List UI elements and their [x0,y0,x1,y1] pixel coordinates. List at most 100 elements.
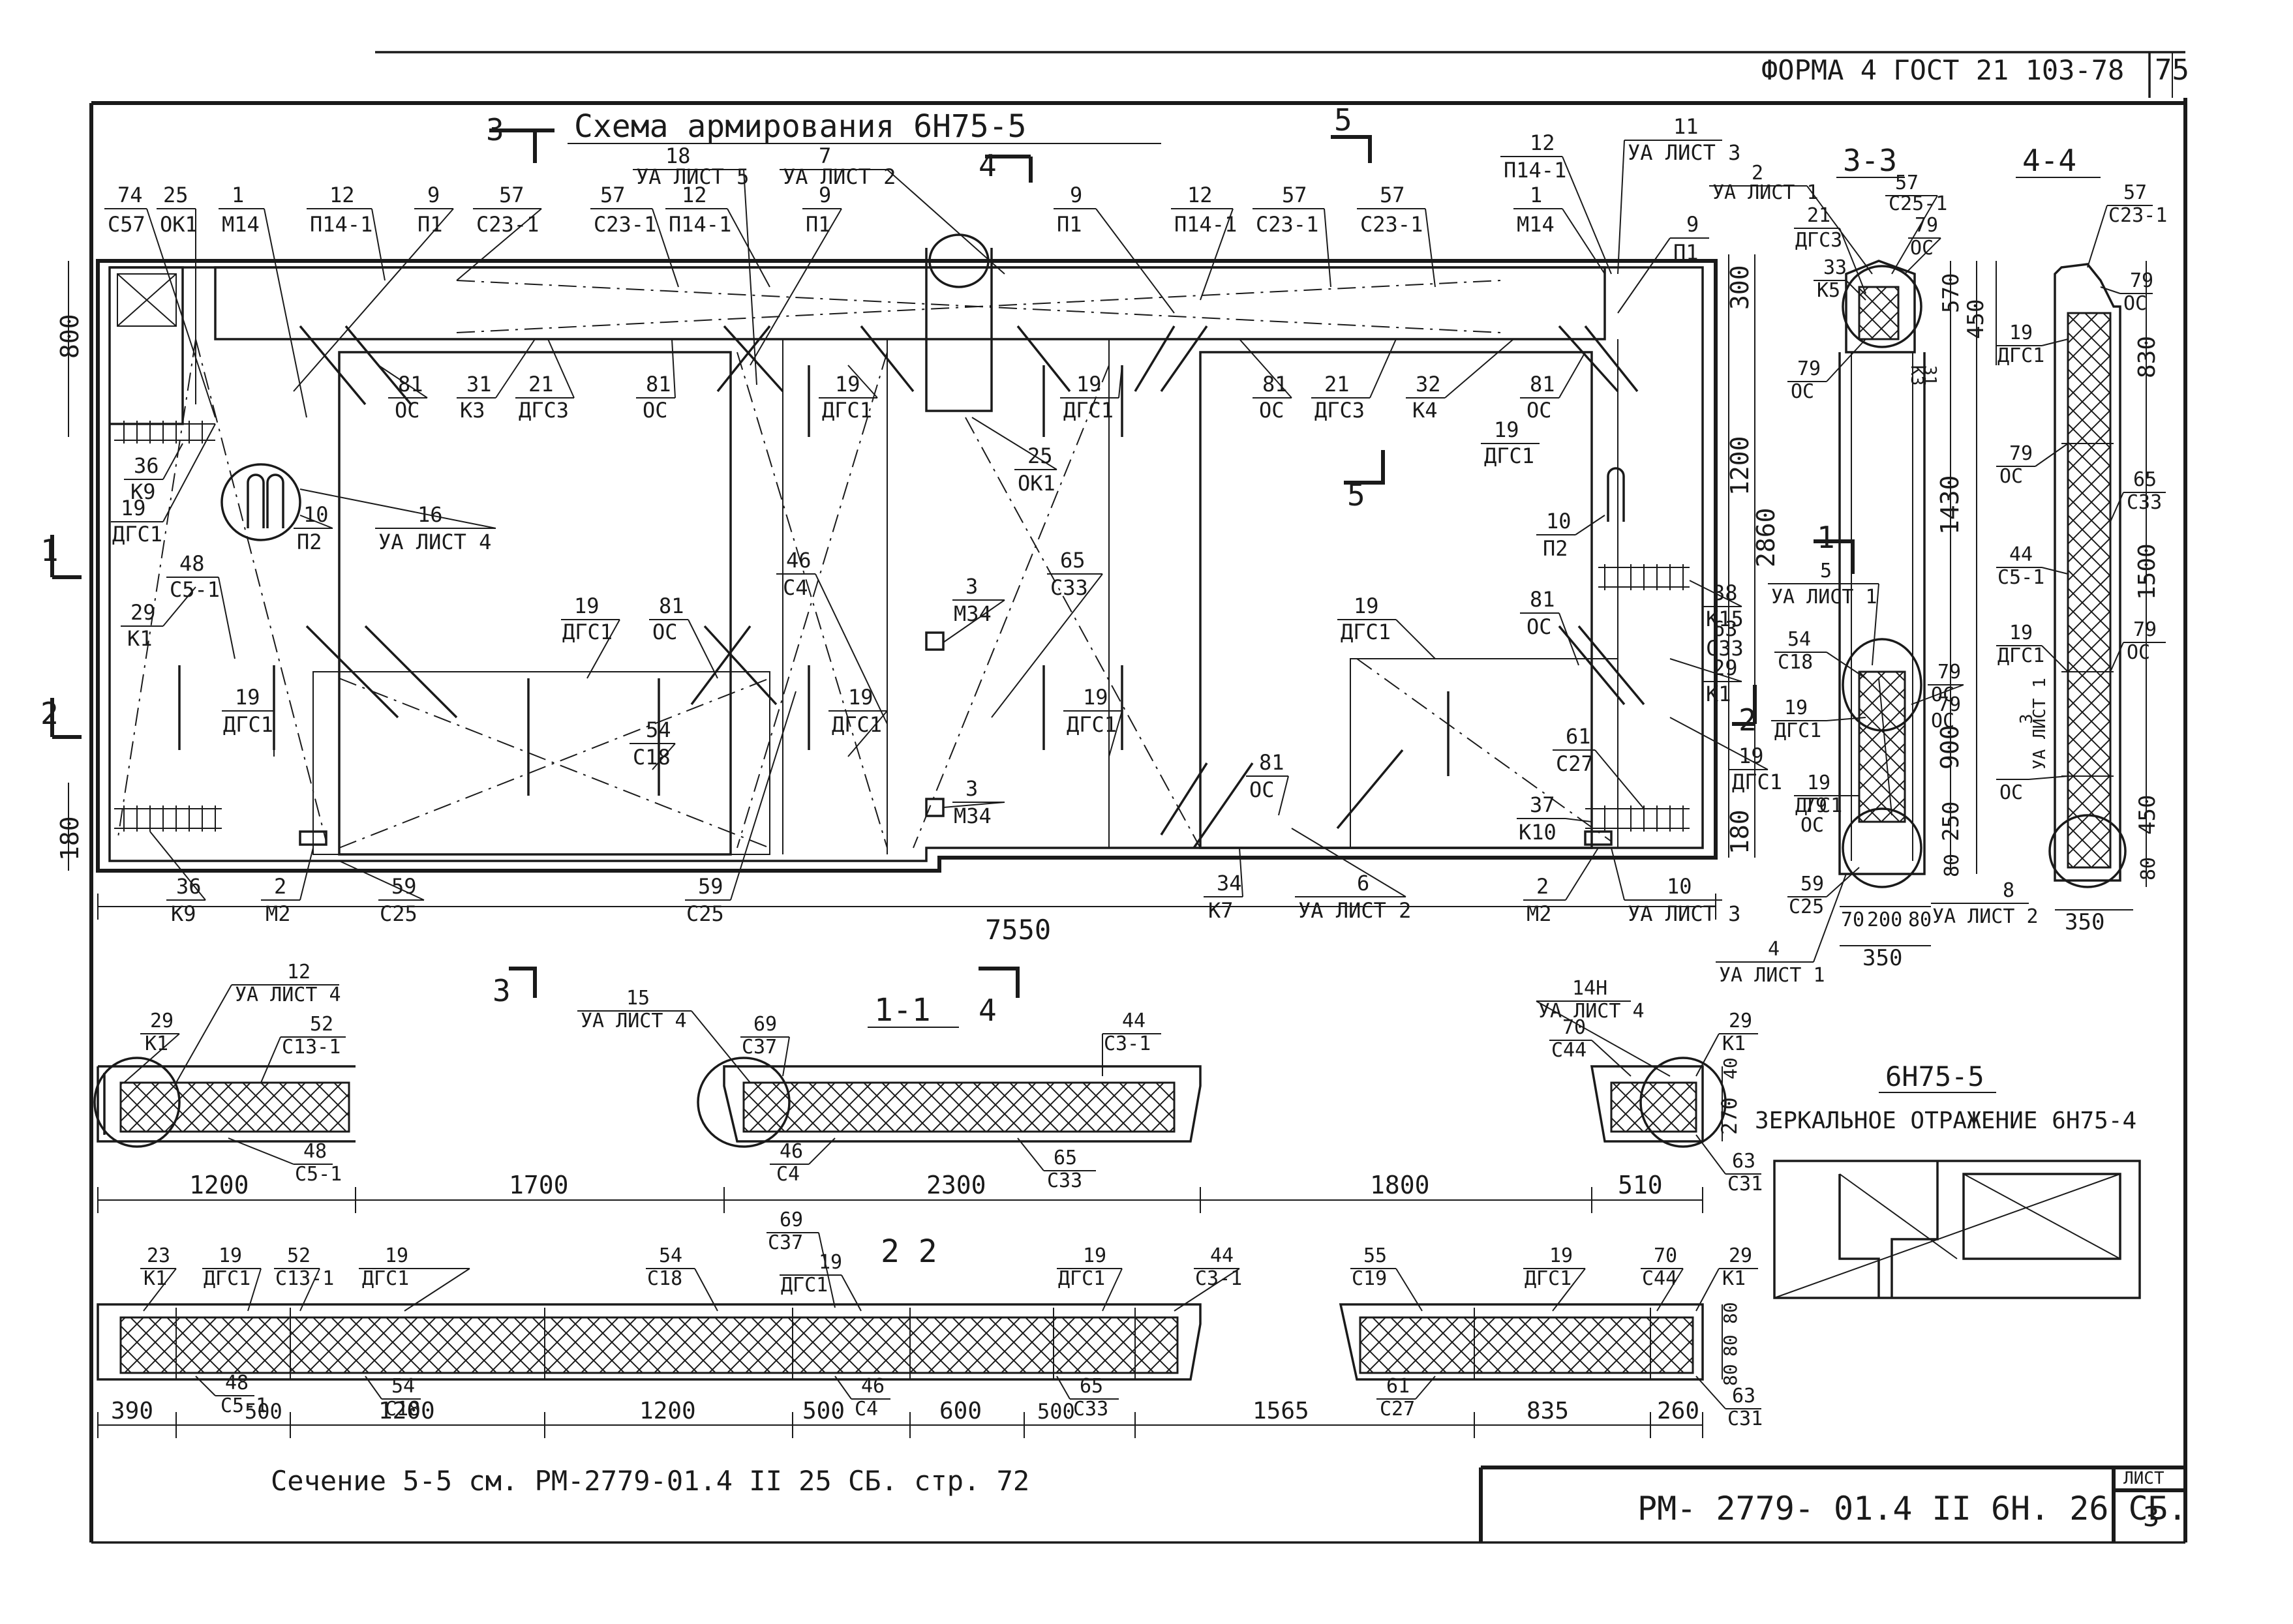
callout: ОС [1996,779,2029,804]
section-3-3: 3-3 570 450 1430 900 250 80 70 200 80 35… [1836,143,1997,971]
svg-text:4: 4 [1768,938,1780,961]
svg-text:19: 19 [835,372,860,397]
svg-text:ОС: ОС [1791,380,1814,403]
svg-text:М14: М14 [1517,212,1555,237]
sec11-dim-0: 1200 [189,1171,249,1199]
callout: 2М2 [261,874,300,926]
svg-text:59: 59 [698,874,723,899]
svg-text:3: 3 [965,776,978,801]
svg-text:11: 11 [1673,114,1699,139]
svg-text:ДГС3: ДГС3 [1314,398,1365,423]
svg-text:М2: М2 [266,901,291,926]
svg-text:19: 19 [2009,622,2033,644]
svg-text:ОС: ОС [1259,398,1284,423]
svg-text:С3-1: С3-1 [1195,1267,1242,1290]
sec22-dim-8: 835 [1526,1398,1569,1424]
svg-text:С23-1: С23-1 [1256,212,1318,237]
svg-text:19: 19 [848,685,873,710]
svg-text:П1: П1 [806,212,831,237]
svg-text:С19: С19 [1352,1267,1387,1290]
svg-text:29: 29 [1729,1244,1752,1267]
mirror-subtitle: ЗЕРКАЛЬНОЕ ОТРАЖЕНИЕ 6Н75-4 [1755,1107,2136,1134]
svg-text:ДГС1: ДГС1 [1774,719,1821,742]
doc-number: РМ- 2779- 01.4 II 6Н. 26 СБ. [1637,1490,2187,1527]
svg-text:21: 21 [528,372,554,397]
svg-text:19: 19 [1354,594,1379,618]
svg-text:УА ЛИСТ 1: УА ЛИСТ 1 [2030,678,2050,770]
svg-text:К3: К3 [460,398,485,423]
svg-text:19: 19 [1083,685,1108,710]
svg-text:С18: С18 [647,1267,682,1290]
dim-right-bottom: 180 [1725,809,1754,854]
mesh-ladder-right [1585,564,1690,832]
dim-sec3-e: 250 [1938,802,1964,841]
svg-text:57: 57 [2123,181,2147,204]
svg-text:С4: С4 [855,1398,878,1421]
svg-text:УА ЛИСТ 2: УА ЛИСТ 2 [1298,898,1411,923]
svg-text:ДГС1: ДГС1 [1525,1267,1572,1290]
dim-sec3-total: 350 [1862,945,1902,971]
svg-text:6: 6 [1357,871,1369,895]
svg-text:19: 19 [2009,322,2033,344]
svg-text:79: 79 [1797,357,1821,380]
svg-text:19: 19 [574,594,600,618]
svg-text:25: 25 [163,183,189,207]
svg-text:19: 19 [1076,372,1102,397]
svg-text:54: 54 [646,717,671,742]
svg-text:ДГС1: ДГС1 [1063,398,1114,423]
svg-text:ДГС3: ДГС3 [1795,229,1842,252]
svg-text:С27: С27 [1556,751,1594,776]
section-2-2-title: 2 2 [881,1233,937,1270]
sec11-dim-1: 1700 [509,1171,569,1199]
page-number: 75 [2155,53,2189,87]
svg-text:К1: К1 [144,1267,167,1290]
sec22-dim-3: 1200 [639,1398,696,1424]
svg-text:ОС: ОС [1931,710,1954,732]
svg-text:ДГС1: ДГС1 [832,712,882,737]
svg-text:ДГС1: ДГС1 [1058,1267,1105,1290]
svg-text:63: 63 [1732,1385,1755,1407]
sec22-h-1: 80 [1720,1334,1741,1357]
svg-text:9: 9 [1070,183,1082,207]
svg-text:1: 1 [1530,183,1542,207]
dim-left-top: 800 [55,314,84,359]
svg-text:К3: К3 [1907,365,1926,385]
svg-text:УА ЛИСТ 5: УА ЛИСТ 5 [636,164,749,189]
sec22-h-2: 80 [1720,1364,1741,1386]
svg-text:С18: С18 [385,1398,420,1421]
svg-text:ДГС1: ДГС1 [822,398,872,423]
svg-text:9: 9 [819,183,831,207]
svg-text:59: 59 [1800,873,1824,895]
dim-sec4-d: 80 [2137,857,2160,880]
